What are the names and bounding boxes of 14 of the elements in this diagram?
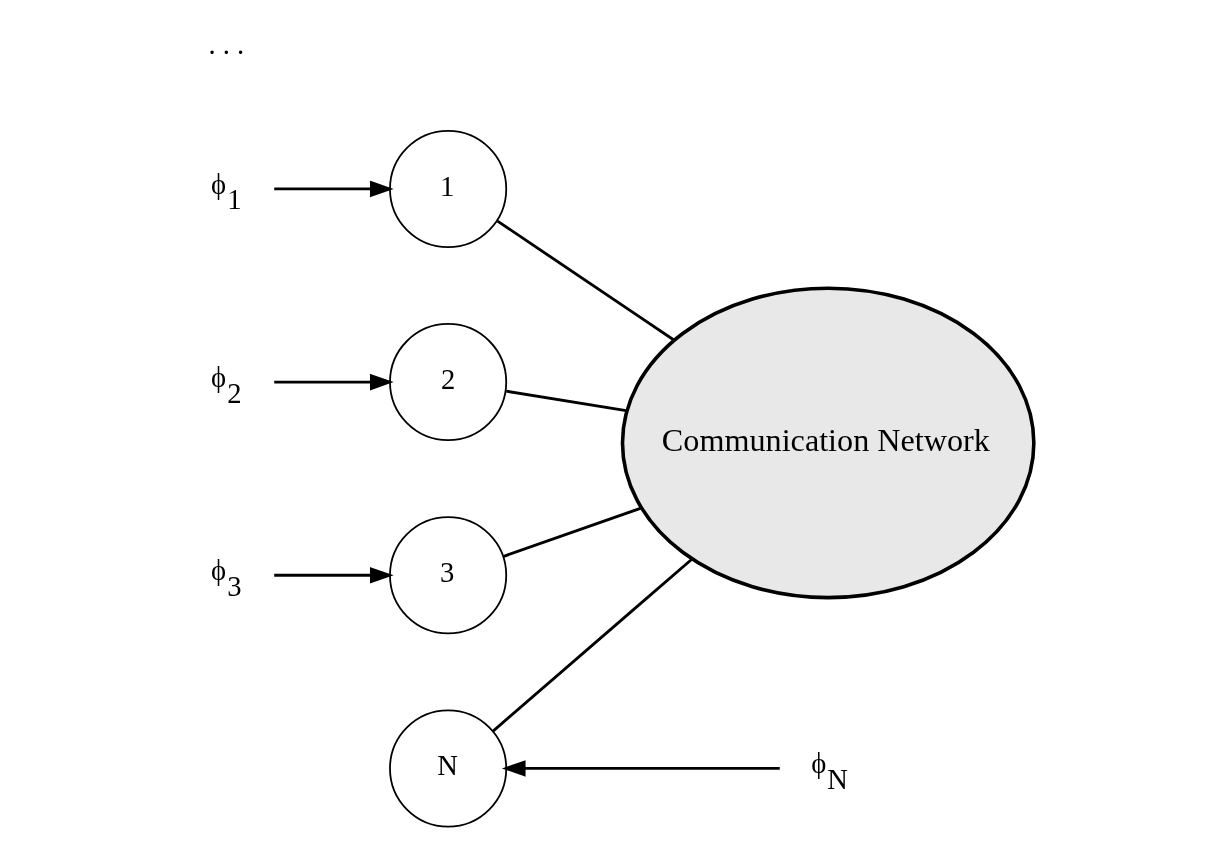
arrow: [501, 760, 780, 777]
node-circle: 2: [389, 323, 508, 442]
node-circle: N: [389, 709, 508, 828]
arrow: [274, 373, 394, 391]
connector: [506, 389, 627, 412]
node-ellipse: Communication Network: [620, 286, 1036, 600]
arrow: [274, 180, 394, 198]
node-circle: 3: [389, 516, 508, 635]
connector: [496, 219, 676, 342]
label: . . .: [208, 29, 245, 61]
arrow: [274, 567, 394, 584]
node-circle: 1: [389, 129, 508, 248]
connector: [492, 558, 693, 733]
connector: [503, 506, 642, 558]
